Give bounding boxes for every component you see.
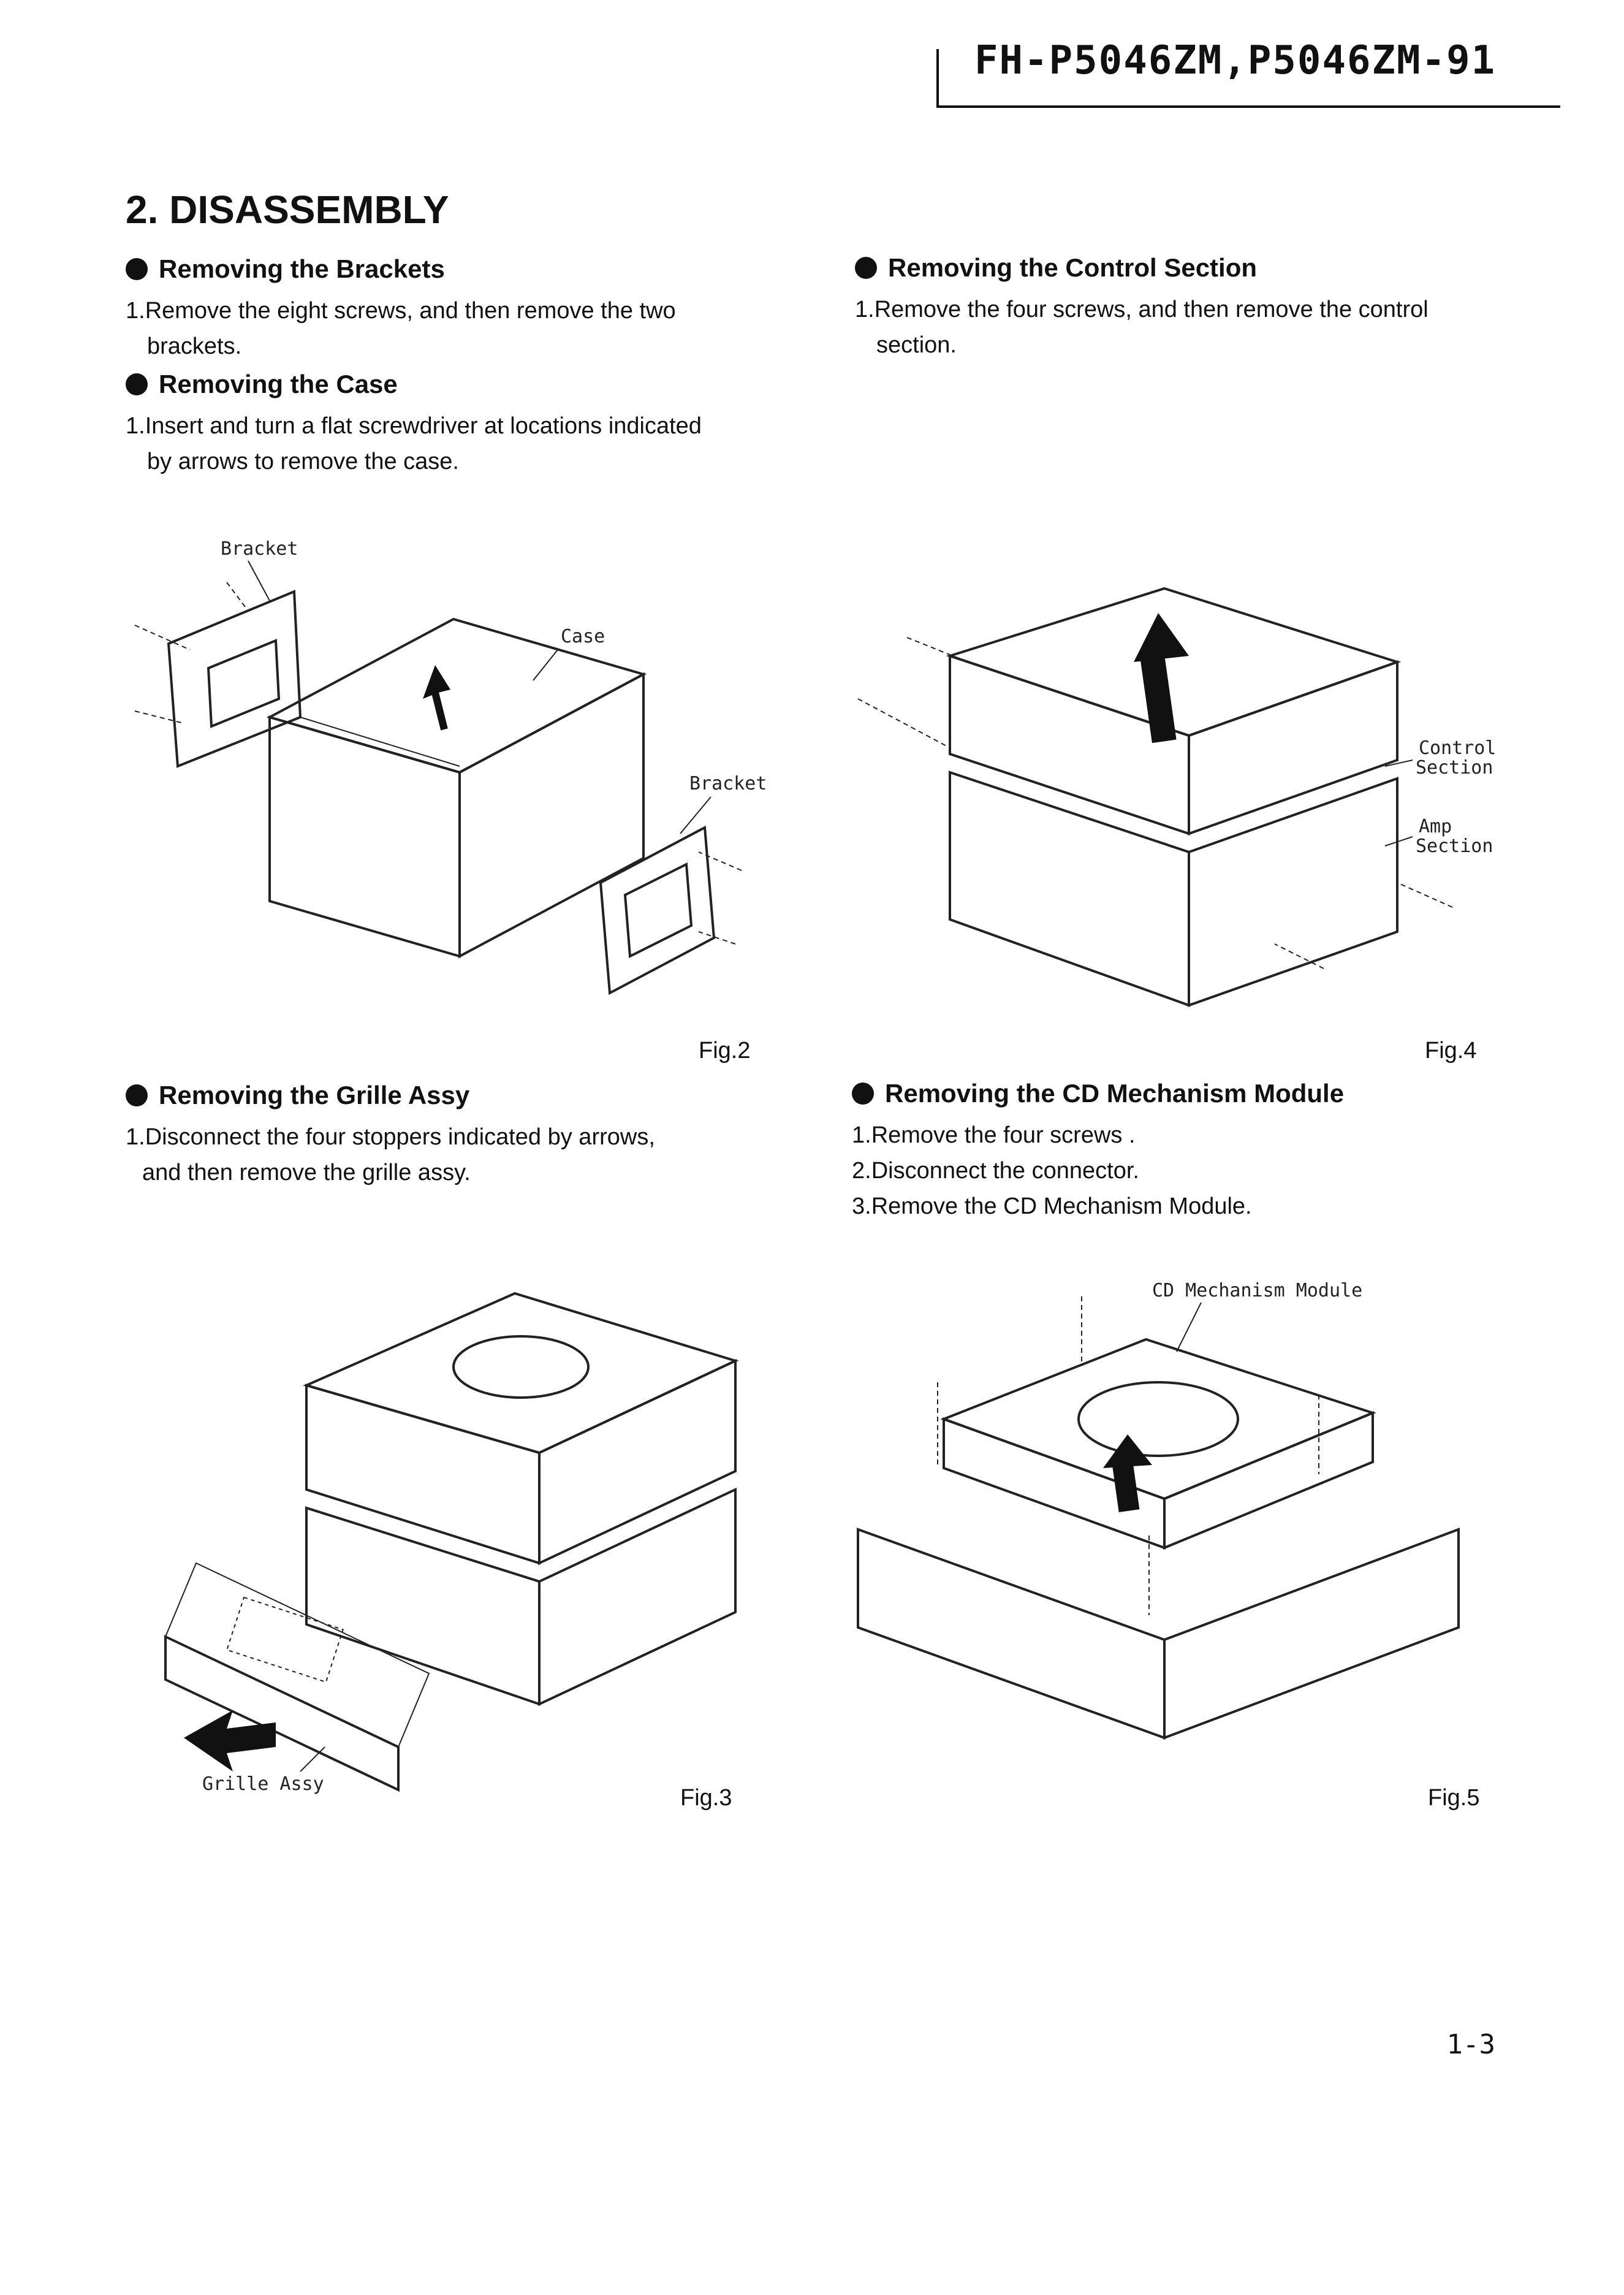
callout-amp: Amp (1419, 816, 1452, 837)
step-cd-3: 3.Remove the CD Mechanism Module. (852, 1193, 1252, 1219)
section-title: 2. DISASSEMBLY (126, 188, 449, 232)
callout-cd-mechanism-module: CD Mechanism Module (1152, 1280, 1362, 1301)
step-brackets-1: 1.Remove the eight screws, and then remo… (126, 298, 676, 324)
bullet-icon (855, 257, 877, 279)
step-case-1: 1.Insert and turn a flat screwdriver at … (126, 413, 702, 439)
model-number: FH-P5046ZM,P5046ZM-91 (974, 38, 1497, 83)
left-arrow-icon (184, 1710, 276, 1772)
header-rule-vertical (936, 49, 939, 108)
bullet-icon (126, 373, 148, 395)
fig3-grille-assy-diagram: Grille Assy (164, 1292, 739, 1795)
callout-control-section: Section (1416, 757, 1493, 778)
up-arrow-icon (1103, 1434, 1152, 1468)
fig4-label: Fig.4 (1425, 1038, 1477, 1064)
bullet-icon (126, 258, 148, 280)
page-number: 1-3 (1446, 2029, 1495, 2060)
fig5-label: Fig.5 (1428, 1785, 1480, 1811)
heading-removing-control-section: Removing the Control Section (855, 253, 1257, 283)
heading-removing-cd-mechanism: Removing the CD Mechanism Module (852, 1079, 1344, 1108)
step-cd-1: 1.Remove the four screws . (852, 1122, 1136, 1148)
step-control-1: 1.Remove the four screws, and then remov… (855, 297, 1429, 322)
fig4-control-section-diagram: Control Section Amp Section (857, 587, 1496, 1007)
callout-amp-section: Section (1416, 835, 1493, 857)
header-rule-horizontal (936, 105, 1560, 108)
step-brackets-1-cont: brackets. (147, 333, 242, 359)
fig2-label: Fig.2 (699, 1038, 751, 1064)
fig3-label: Fig.3 (680, 1785, 732, 1811)
up-arrow-icon (1134, 613, 1189, 662)
heading-removing-brackets: Removing the Brackets (126, 254, 445, 284)
step-case-1-cont: by arrows to remove the case. (147, 449, 459, 474)
callout-bracket-right: Bracket (689, 773, 767, 794)
step-grille-1: 1.Disconnect the four stoppers indicated… (126, 1124, 655, 1150)
heading-removing-case: Removing the Case (126, 370, 398, 399)
heading-removing-grille-assy: Removing the Grille Assy (126, 1081, 469, 1110)
callout-bracket-top: Bracket (221, 538, 298, 560)
step-control-1-cont: section. (876, 332, 957, 358)
callout-grille-assy: Grille Assy (202, 1773, 324, 1795)
step-grille-1-cont: and then remove the grille assy. (142, 1160, 471, 1186)
up-arrow-icon (423, 665, 450, 699)
bullet-icon (852, 1083, 874, 1105)
fig2-brackets-case-diagram: Bracket Case Bracket (134, 538, 767, 995)
callout-case: Case (561, 626, 605, 647)
fig5-cd-mechanism-diagram: CD Mechanism Module (857, 1280, 1460, 1740)
step-cd-2: 2.Disconnect the connector. (852, 1158, 1139, 1184)
bullet-icon (126, 1084, 148, 1106)
callout-control: Control (1419, 737, 1496, 759)
